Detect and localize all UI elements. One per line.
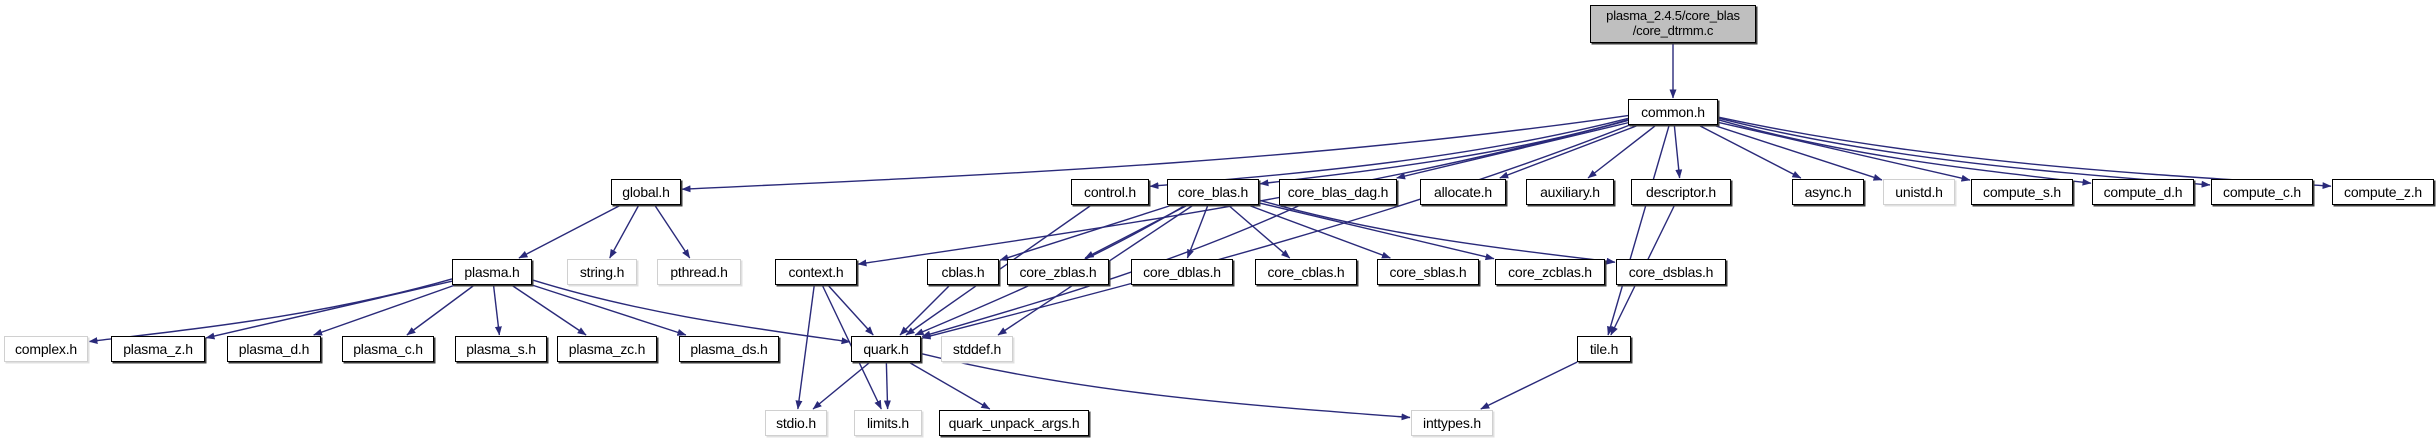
graph-edge-common-to-allocate	[1499, 124, 1640, 179]
graph-node-inttypes[interactable]: inttypes.h	[1411, 410, 1493, 436]
graph-edge-tile-to-inttypes	[1480, 361, 1578, 410]
graph-node-compute_s[interactable]: compute_s.h	[1971, 179, 2073, 205]
graph-node-common[interactable]: common.h	[1628, 99, 1718, 125]
graph-node-quark[interactable]: quark.h	[851, 336, 921, 362]
graph-edge-common-to-global	[681, 114, 1629, 193]
graph-edge-cblas-to-quark	[899, 284, 951, 336]
graph-node-descriptor[interactable]: descriptor.h	[1631, 179, 1731, 205]
graph-node-compute_z[interactable]: compute_z.h	[2332, 179, 2434, 205]
graph-node-complex[interactable]: complex.h	[4, 336, 88, 362]
graph-node-core_blas[interactable]: core_blas.h	[1167, 179, 1259, 205]
graph-edge-common-to-unistd	[1712, 124, 1883, 181]
graph-edge-core_blas-to-cblas	[999, 204, 1173, 261]
graph-edge-context-to-stdio	[795, 284, 815, 410]
graph-node-core_dblas[interactable]: core_dblas.h	[1131, 259, 1233, 285]
graph-edge-common-to-context	[857, 119, 1629, 267]
graph-edge-quark-to-quark_unpack_args	[908, 361, 991, 410]
graph-edge-quark-to-limits	[883, 361, 891, 410]
graph-node-plasma[interactable]: plasma.h	[452, 259, 532, 285]
graph-node-core_sblas[interactable]: core_sblas.h	[1377, 259, 1479, 285]
graph-node-plasma_zc[interactable]: plasma_zc.h	[557, 336, 657, 362]
graph-edge-plasma-to-quark	[531, 279, 851, 345]
graph-edge-plasma-to-plasma_d	[313, 284, 456, 336]
graph-edge-core_blas-to-core_dblas	[1186, 204, 1209, 259]
graph-node-plasma_c[interactable]: plasma_c.h	[342, 336, 434, 362]
graph-edge-global-to-pthread	[654, 204, 691, 259]
graph-edge-common-to-async	[1697, 124, 1802, 179]
graph-edge-context-to-quark	[827, 284, 874, 336]
graph-edge-plasma-to-plasma_zc	[511, 284, 587, 336]
graph-node-core_zblas[interactable]: core_zblas.h	[1007, 259, 1109, 285]
graph-node-string[interactable]: string.h	[567, 259, 637, 285]
graph-edge-plasma-to-plasma_c	[406, 284, 475, 336]
graph-node-compute_c[interactable]: compute_c.h	[2211, 179, 2313, 205]
graph-node-root[interactable]: plasma_2.4.5/core_blas /core_dtrmm.c	[1590, 5, 1756, 43]
graph-node-limits[interactable]: limits.h	[854, 410, 922, 436]
graph-edge-plasma-to-plasma_ds	[531, 284, 687, 336]
graph-edge-common-to-core_blas_dag	[1396, 122, 1629, 180]
graph-node-global[interactable]: global.h	[611, 179, 681, 205]
graph-node-core_dsblas[interactable]: core_dsblas.h	[1616, 259, 1726, 285]
graph-node-stddef[interactable]: stddef.h	[941, 336, 1013, 362]
graph-edge-plasma-to-plasma_z	[205, 280, 453, 340]
graph-edge-plasma-to-plasma_s	[492, 284, 502, 336]
graph-edge-common-to-compute_s	[1717, 121, 1971, 182]
graph-edge-core_blas-to-core_dsblas	[1258, 199, 1616, 265]
graph-node-allocate[interactable]: allocate.h	[1420, 179, 1506, 205]
graph-node-control[interactable]: control.h	[1071, 179, 1149, 205]
graph-node-unistd[interactable]: unistd.h	[1883, 179, 1955, 205]
graph-edge-common-to-tile	[1607, 124, 1670, 336]
graph-node-plasma_z[interactable]: plasma_z.h	[111, 336, 205, 362]
graph-node-tile[interactable]: tile.h	[1577, 336, 1631, 362]
graph-node-compute_d[interactable]: compute_d.h	[2092, 179, 2194, 205]
graph-node-plasma_d[interactable]: plasma_d.h	[227, 336, 321, 362]
graph-node-auxiliary[interactable]: auxiliary.h	[1526, 179, 1614, 205]
graph-edge-global-to-string	[609, 204, 640, 259]
graph-node-context[interactable]: context.h	[775, 259, 857, 285]
graph-edge-common-to-descriptor	[1673, 124, 1683, 179]
graph-node-pthread[interactable]: pthread.h	[657, 259, 741, 285]
graph-edge-quark-to-inttypes	[920, 352, 1411, 421]
graph-node-plasma_s[interactable]: plasma_s.h	[455, 336, 547, 362]
graph-edge-core_blas-to-core_zcblas	[1258, 202, 1495, 261]
graph-node-core_blas_dag[interactable]: core_blas_dag.h	[1279, 179, 1397, 205]
graph-edge-core_blas-to-core_cblas	[1227, 204, 1291, 259]
graph-edge-common-to-auxiliary	[1587, 124, 1657, 179]
graph-edge-common-to-compute_d	[1717, 118, 2092, 186]
graph-node-quark_unpack_args[interactable]: quark_unpack_args.h	[939, 410, 1089, 436]
graph-edge-plasma-to-complex	[88, 278, 453, 345]
graph-node-core_cblas[interactable]: core_cblas.h	[1255, 259, 1357, 285]
graph-node-core_zcblas[interactable]: core_zcblas.h	[1495, 259, 1605, 285]
graph-node-plasma_ds[interactable]: plasma_ds.h	[679, 336, 779, 362]
graph-node-async[interactable]: async.h	[1792, 179, 1864, 205]
graph-edge-global-to-plasma	[518, 204, 622, 259]
graph-edge-quark-to-stdio	[812, 361, 871, 410]
graph-node-stdio[interactable]: stdio.h	[765, 410, 827, 436]
graph-edge-common-to-compute_c	[1717, 117, 2211, 188]
graph-edge-common-to-quark	[921, 124, 1631, 340]
graph-node-cblas[interactable]: cblas.h	[927, 259, 999, 285]
graph-edge-core_blas-to-core_sblas	[1247, 204, 1391, 259]
